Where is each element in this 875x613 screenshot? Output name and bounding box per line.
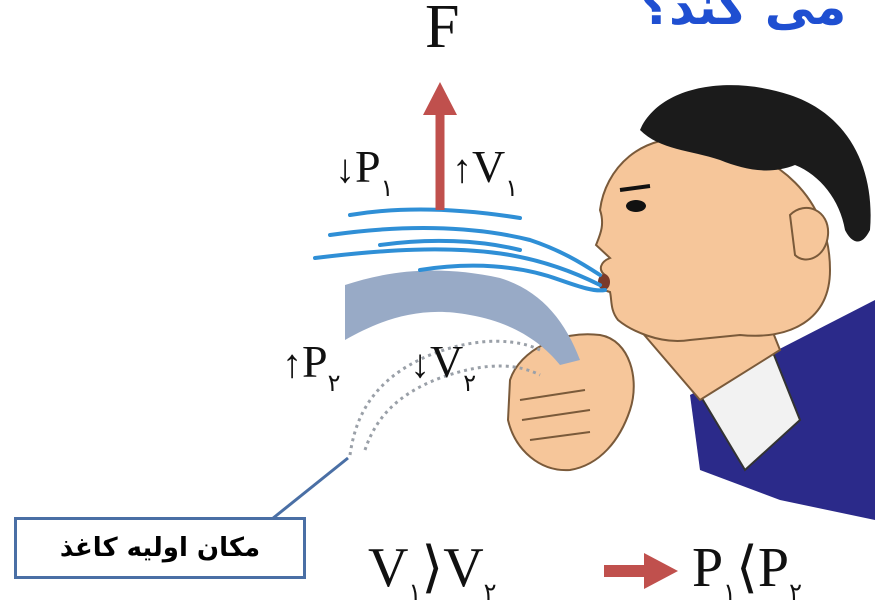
top-pressure-label: ↓P۱ xyxy=(335,140,393,203)
callout-leader xyxy=(272,458,348,519)
up-arrow-icon: ↑ xyxy=(282,341,302,386)
bottom-velocity-label: ↓V۲ xyxy=(410,335,476,398)
force-label: F xyxy=(425,0,459,63)
down-arrow-icon: ↓ xyxy=(335,146,355,191)
down-arrow-icon: ↓ xyxy=(410,341,430,386)
implication-arrow xyxy=(604,553,678,589)
original-position-callout: مکان اولیه کاغذ xyxy=(14,517,306,579)
eye xyxy=(626,200,646,212)
ear xyxy=(790,208,828,259)
pressure-comparison: P۱⟨P۲ xyxy=(692,535,802,607)
up-arrow-icon: ↑ xyxy=(452,146,472,191)
top-velocity-label: ↑V۱ xyxy=(452,140,518,203)
bottom-pressure-label: ↑P۲ xyxy=(282,335,340,398)
person-figure xyxy=(596,85,875,520)
velocity-comparison: V۱⟩V۲ xyxy=(368,535,497,607)
